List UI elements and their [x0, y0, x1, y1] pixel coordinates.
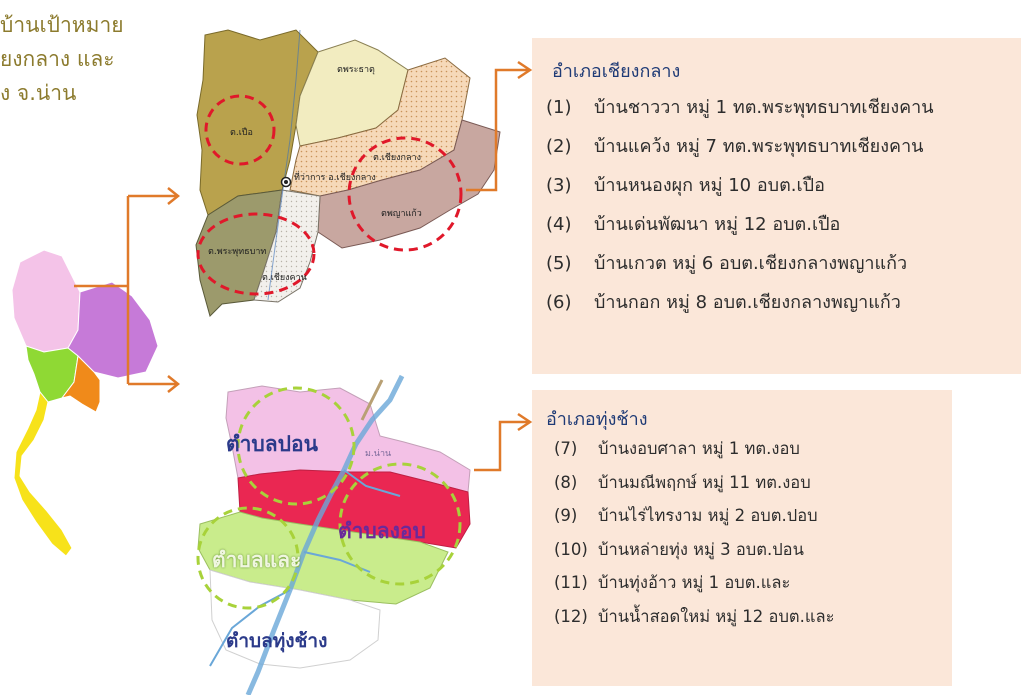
label-puea: ต.เปือ — [230, 128, 253, 138]
connectors — [74, 60, 533, 472]
river-nan — [245, 374, 405, 695]
list-item: (5)บ้านเกวต หมู่ 6 อบต.เชียงกลางพญาแก้ว — [546, 253, 908, 274]
label-river-nan: ม.น่าน — [365, 449, 392, 459]
region-south — [13, 390, 73, 557]
label-phaya-kaeo: ตพญาแก้ว — [381, 209, 422, 219]
green-circle-lae — [196, 506, 300, 610]
red-circle-chiang-klang — [347, 136, 463, 252]
label-ngop: ตำบลงอบ — [338, 519, 426, 543]
river-line — [267, 29, 301, 301]
intro-line-1: บ้านเป้าหมาย — [0, 13, 124, 37]
thung-chang-heading: อำเภอทุ่งช้าง — [546, 409, 648, 430]
label-district-office: ที่ว่าการ อ.เชียงกลาง — [294, 173, 376, 183]
chiang-klang-heading: อำเภอเชียงกลาง — [552, 61, 681, 82]
intro-line-2: ยงกลาง และ — [0, 47, 115, 71]
thung-chang-map — [196, 374, 471, 695]
region-north — [11, 249, 81, 353]
list-item: (10)บ้านหล่ายทุ่ง หมู่ 3 อบต.ปอน — [554, 539, 804, 559]
label-chiang-khan: ต.เชียงคาน — [262, 273, 307, 283]
thung-chang-panel: อำเภอทุ่งช้าง (7)บ้านงอบศาลา หมู่ 1 ทต.ง… — [532, 390, 952, 686]
region-phaya-kaeo — [317, 119, 501, 249]
list-item: (12)บ้านน้ำสอดใหม่ หมู่ 12 อบต.และ — [554, 606, 835, 626]
label-phra-phutthabat: ต.พระพุทธบาท — [208, 247, 267, 257]
thailand-map — [11, 249, 159, 557]
label-lae: ตำบลและ — [212, 548, 302, 572]
river-branch — [360, 379, 384, 421]
chiang-klang-panel: อำเภอเชียงกลาง (1)บ้านชาววา หมู่ 1 ทต.พร… — [532, 38, 1021, 374]
chiang-klang-map — [195, 29, 501, 317]
region-puea — [196, 29, 319, 216]
list-item: (1)บ้านชาววา หมู่ 1 ทต.พระพุทธบาทเชียงคา… — [546, 97, 934, 118]
list-item: (9)บ้านไร่ไทรงาม หมู่ 2 อบต.ปอบ — [554, 506, 818, 525]
list-item: (3)บ้านหนองผุก หมู่ 10 อบต.เปือ — [546, 175, 825, 196]
green-circle-ngop — [338, 462, 462, 586]
chiang-klang-list: (1)บ้านชาววา หมู่ 1 ทต.พระพุทธบาทเชียงคา… — [546, 88, 934, 322]
list-item: (6)บ้านกอก หมู่ 8 อบต.เชียงกลางพญาแก้ว — [546, 292, 901, 313]
list-item: (7)บ้านงอบศาลา หมู่ 1 ทต.งอบ — [554, 439, 800, 458]
list-item: (2)บ้านแคว้ง หมู่ 7 ทต.พระพุทธบาทเชียงคา… — [546, 136, 924, 157]
label-thung-chang: ตำบลทุ่งช้าง — [226, 630, 328, 652]
intro-line-3: ง จ.น่าน — [0, 81, 77, 105]
red-circle-puea — [204, 94, 276, 166]
label-phra-that: ตพระธาตุ — [337, 65, 375, 75]
red-circle-phra-phutthabat — [196, 212, 316, 296]
green-circle-pon — [236, 386, 356, 506]
label-chiang-klang: ต.เชียงกลาง — [373, 153, 421, 163]
thung-chang-list: (7)บ้านงอบศาลา หมู่ 1 ทต.งอบ (8)บ้านมณีพ… — [554, 432, 835, 633]
list-item: (8)บ้านมณีพฤกษ์ หมู่ 11 ทต.งอบ — [554, 472, 811, 492]
label-pon: ตำบลปอน — [226, 432, 318, 456]
region-east — [60, 354, 101, 413]
list-item: (11)บ้านทุ่งอ้าว หมู่ 1 อบต.และ — [554, 573, 791, 592]
list-item: (4)บ้านเด่นพัฒนา หมู่ 12 อบต.เปือ — [546, 214, 841, 235]
intro-text: บ้านเป้าหมาย ยงกลาง และ ง จ.น่าน — [0, 8, 175, 110]
region-chiang-khan — [253, 189, 321, 303]
